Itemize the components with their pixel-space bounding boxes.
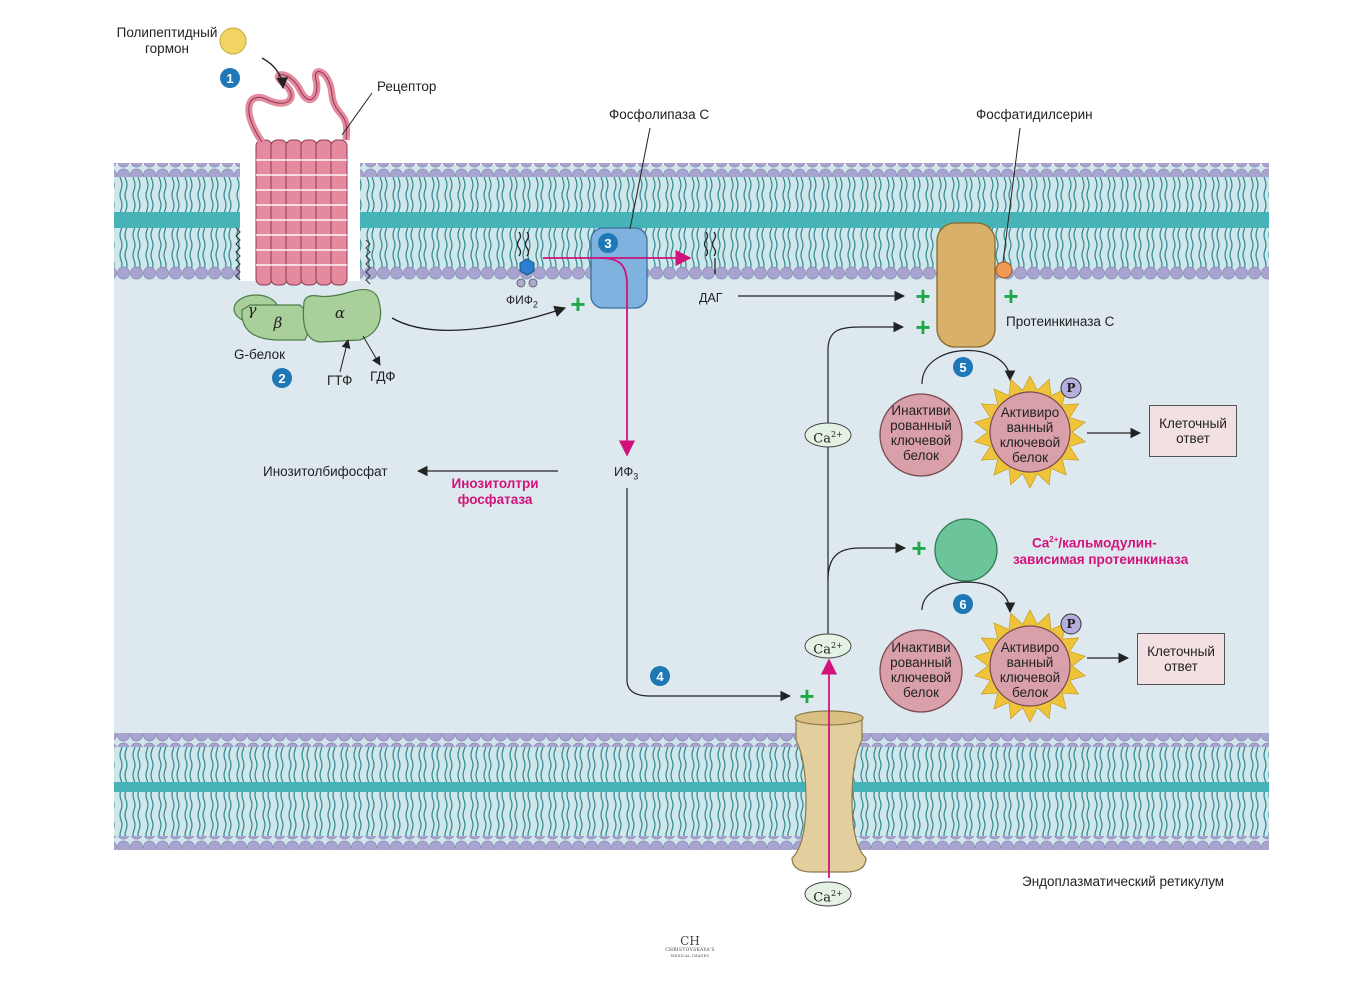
step-number-1: 1 [226, 71, 233, 86]
step-badge-1 [220, 68, 240, 88]
calcium-label-1: Ca2+ [813, 430, 843, 447]
step-badge-6 [953, 594, 973, 614]
plc-label: Фосфолипаза С [609, 107, 710, 122]
er-label: Эндоплазматический ретикулум [1022, 874, 1225, 889]
inactive-key-protein-2 [879, 629, 963, 713]
step-number-2: 2 [278, 371, 285, 386]
plus-sign-channel: + [799, 681, 814, 711]
active-key-protein-2 [974, 609, 1086, 723]
gtp-label: ГТФ [327, 373, 353, 388]
pkc-label: Протеинкиназа С [1006, 314, 1115, 329]
inactive-key-protein-1 [879, 393, 963, 477]
ps-label: Фосфатидилсерин [976, 107, 1093, 122]
step-badge-4 [650, 666, 670, 686]
alpha-subunit-label: α [335, 304, 345, 322]
g-protein [233, 288, 382, 343]
calcium-ion-2 [804, 633, 852, 659]
camk-enzyme [934, 518, 998, 582]
calcium-ion-1 [804, 422, 852, 448]
ip3-label: ИФ3 [614, 464, 639, 482]
watermark: CH CHRISTOVSKAYA'S MEDICAL IMAGES [665, 934, 715, 959]
phosphatidylserine-head [995, 261, 1013, 279]
step-number-4: 4 [656, 669, 664, 684]
g-protein-label: G-белок [234, 347, 286, 362]
pip2-label: ФИФ2 [506, 293, 538, 310]
step-badge-3 [598, 233, 618, 253]
plus-sign-pkc-ps: + [1003, 281, 1018, 311]
pip2-molecule [516, 231, 538, 288]
plus-sign-pkc-dag: + [915, 281, 930, 311]
hormone-circle [219, 27, 247, 55]
camk-label: Ca2+/кальмодулин- зависимая протеинкиназ… [1013, 535, 1189, 567]
calcium-ion-3 [804, 881, 852, 907]
step-number-5: 5 [959, 360, 966, 375]
calcium-label-2: Ca2+ [813, 641, 843, 658]
beta-subunit-label: β [273, 314, 283, 332]
step-number-3: 3 [604, 236, 611, 251]
phospho-label-2: P [1066, 617, 1075, 631]
phospho-label-1: P [1066, 381, 1075, 395]
gamma-subunit-label: γ [248, 301, 257, 319]
step-number-6: 6 [959, 597, 966, 612]
dag-label: ДАГ [699, 291, 723, 305]
step-badge-2 [272, 368, 292, 388]
gdp-label: ГДФ [370, 369, 396, 384]
inositol-bisphosphate-label: Инозитолбифосфат [263, 464, 388, 479]
calcium-label-3: Ca2+ [813, 889, 843, 906]
plus-sign-plc: + [570, 289, 585, 319]
er-membrane [114, 733, 1269, 850]
receptor-label: Рецептор [377, 79, 437, 94]
step-badge-5 [953, 357, 973, 377]
receptor-protein [235, 68, 371, 286]
dag-molecule [703, 231, 717, 274]
active-key-protein-1 [974, 375, 1086, 489]
protein-kinase-c [936, 222, 996, 348]
plus-sign-camk: + [911, 533, 926, 563]
plus-sign-pkc-ca: + [915, 312, 930, 342]
